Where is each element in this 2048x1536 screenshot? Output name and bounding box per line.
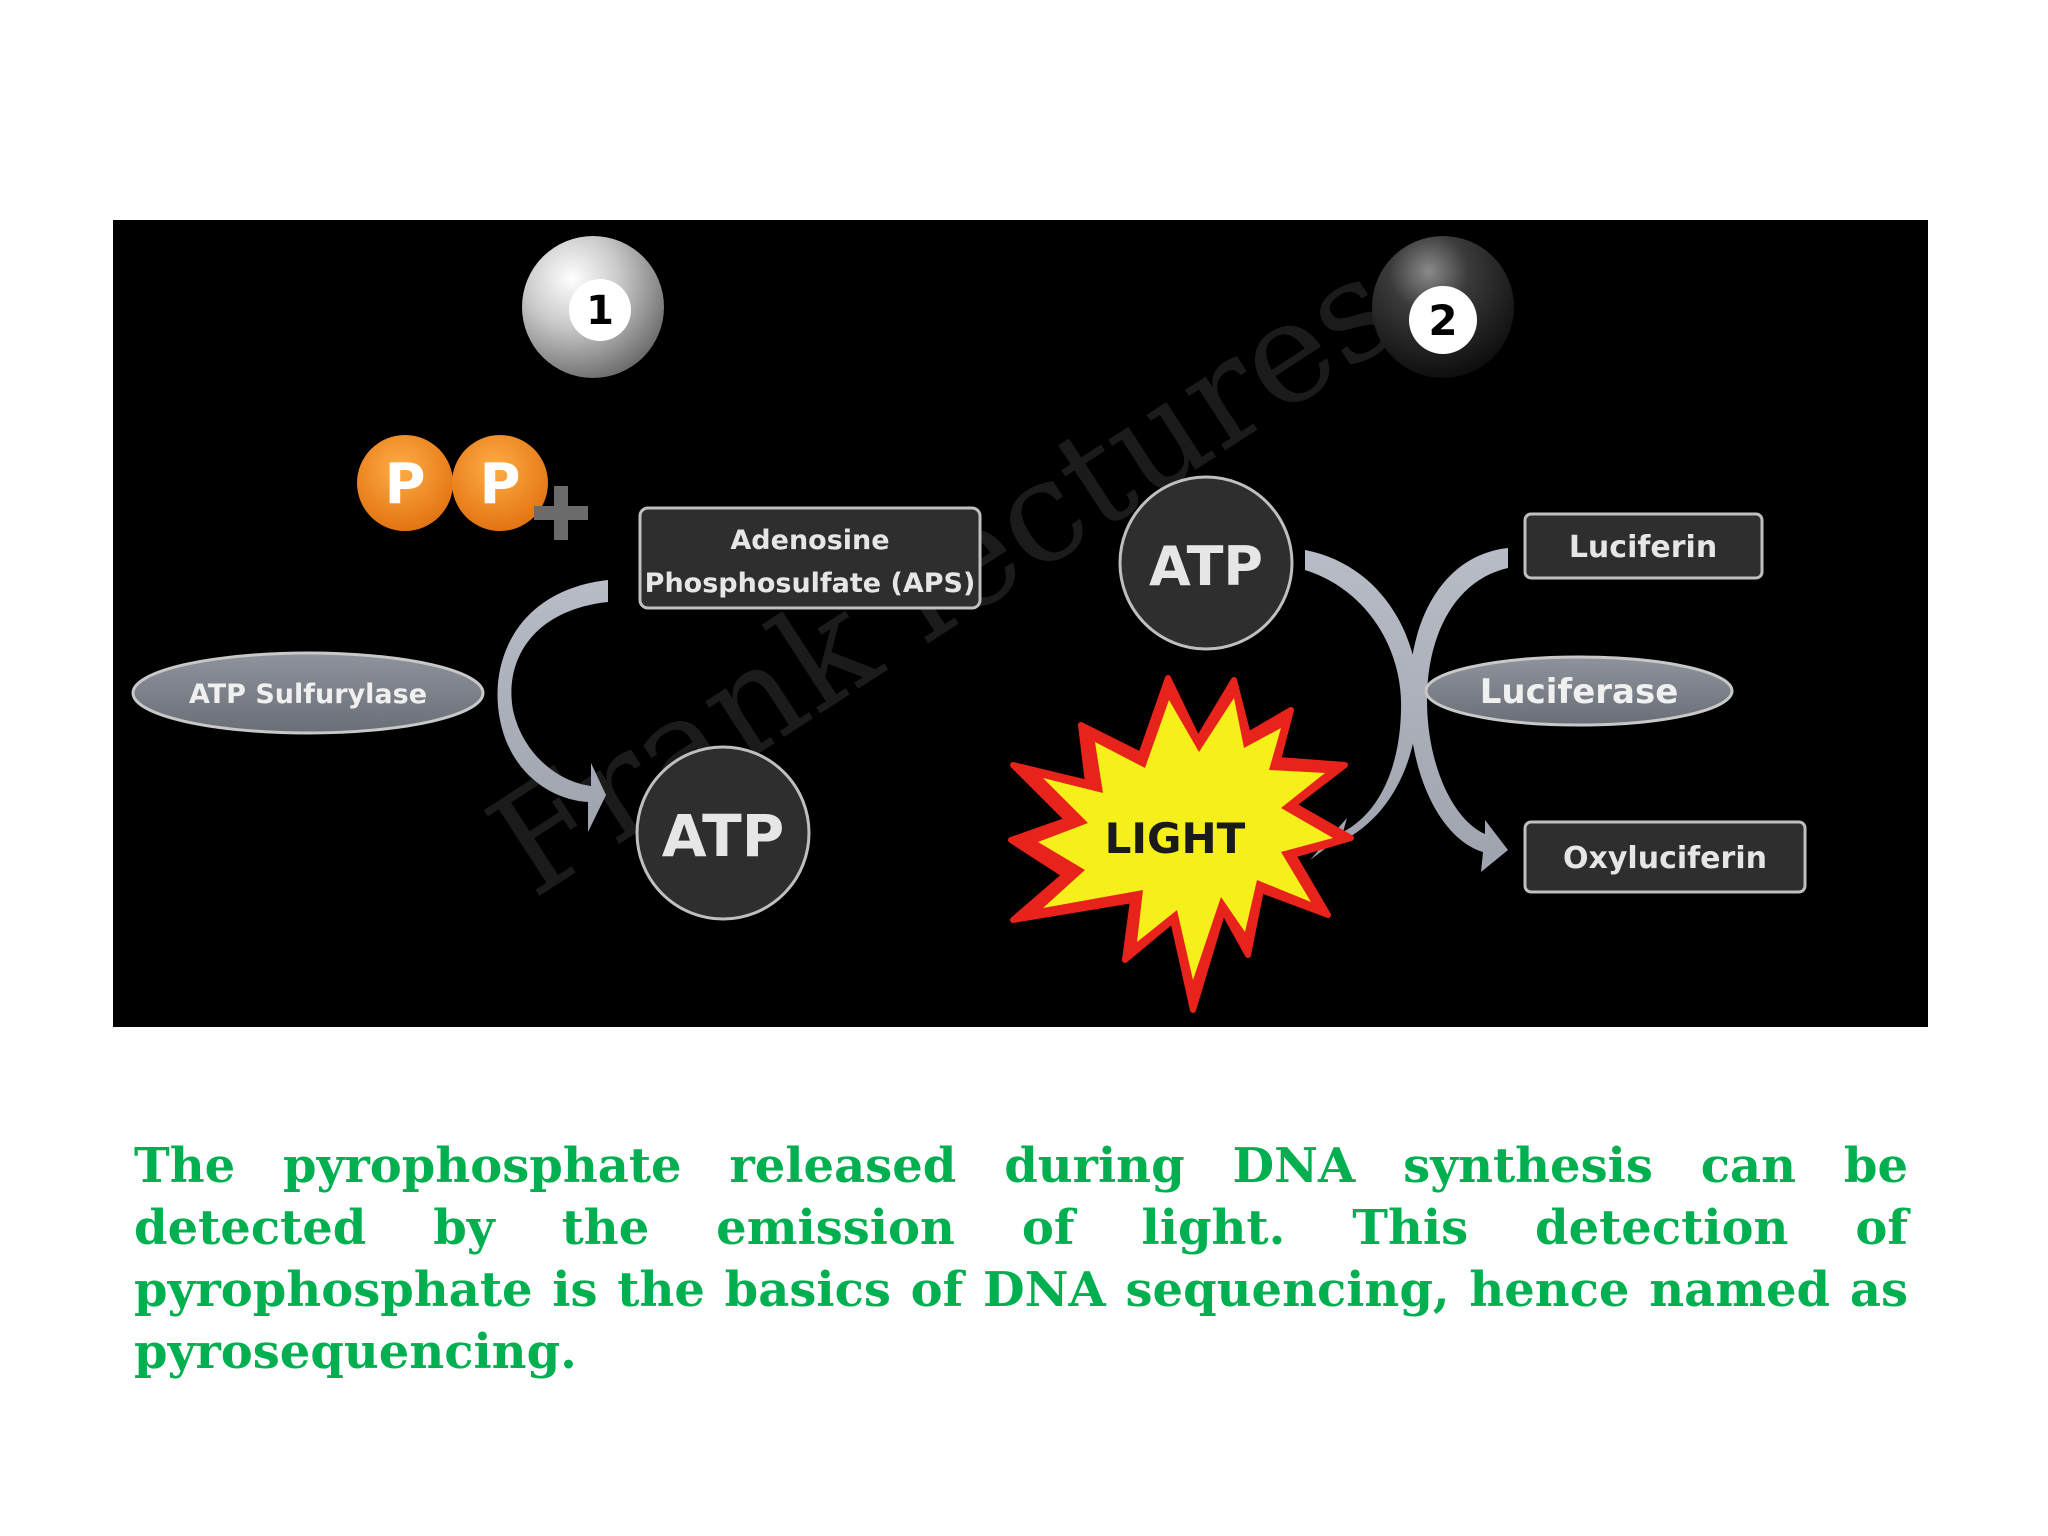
step-2-label: 2 (1428, 296, 1457, 345)
aps-box: Adenosine Phosphosulfate (APS) (638, 506, 982, 610)
phosphate-right-label: P (479, 452, 520, 517)
plus-icon (534, 486, 588, 540)
aps-label-line2: Phosphosulfate (APS) (645, 568, 976, 599)
atp-reactant-node: ATP (1118, 475, 1294, 651)
pyrophosphate: P P (357, 435, 548, 531)
step-1-label: 1 (586, 288, 614, 334)
atp-product-label: ATP (662, 802, 784, 870)
reaction-2-arrows (1305, 548, 1508, 872)
atp-sulfurylase-enzyme: ATP Sulfurylase (131, 651, 485, 735)
phosphate-left-label: P (384, 452, 425, 517)
luciferin-box: Luciferin (1523, 512, 1764, 580)
caption-text: The pyrophosphate released during DNA sy… (134, 1138, 1908, 1380)
light-burst: LIGHT (1008, 675, 1354, 1013)
reaction-1-arrow (497, 580, 608, 832)
oxyluciferin-label: Oxyluciferin (1563, 841, 1767, 876)
oxyluciferin-box: Oxyluciferin (1523, 820, 1807, 894)
aps-label-line1: Adenosine (730, 525, 889, 556)
pyrosequencing-diagram: Frank lectures 1 2 P P Adenosine (113, 220, 1928, 1027)
step-1-marker: 1 (522, 236, 664, 378)
atp-reactant-label: ATP (1149, 535, 1263, 598)
luciferase-enzyme: Luciferase (1424, 655, 1734, 727)
luciferin-label: Luciferin (1569, 530, 1717, 565)
light-label: LIGHT (1105, 814, 1246, 863)
atp-product-node: ATP (635, 745, 811, 921)
step-2-marker: 2 (1372, 236, 1514, 378)
diagram-canvas: Frank lectures 1 2 P P Adenosine (131, 225, 1807, 1013)
atp-sulfurylase-label: ATP Sulfurylase (189, 679, 427, 710)
luciferase-label: Luciferase (1480, 672, 1679, 712)
